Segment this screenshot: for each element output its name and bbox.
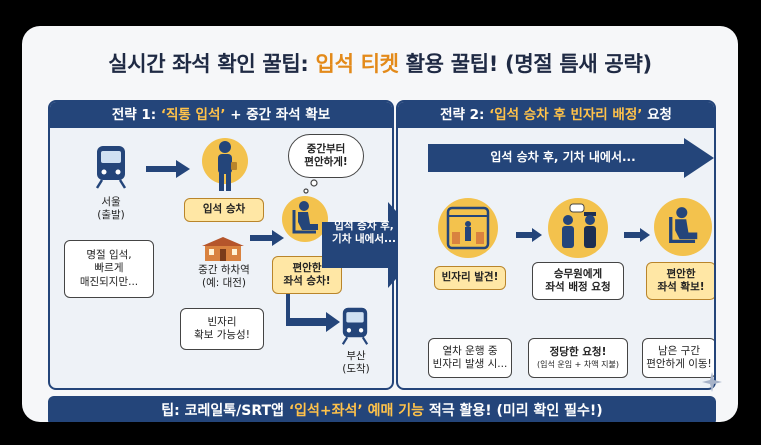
step3-title: 편안한 좌석 확보! <box>646 262 714 300</box>
connector-caption: 입석 승차 후, 기차 내에서... <box>332 220 396 246</box>
bubble-tail-icon <box>303 179 318 194</box>
strategy1-header: 전략 1: ‘직통 입석’ + 중간 좌석 확보 <box>50 102 392 128</box>
arrow-icon <box>146 160 190 178</box>
origin-note: 명절 입석, 빠르게 매진되지만... <box>64 240 154 298</box>
conductor-icon <box>562 203 596 248</box>
train-icon <box>95 146 127 189</box>
strategy2-panel: 전략 2: ‘입석 승차 후 빈자리 배정’ 요청 입석 승차 후, 기차 내에… <box>396 100 716 390</box>
seated-person-icon <box>292 201 318 234</box>
arrow-icon <box>250 230 284 246</box>
page-title: 실시간 좌석 확인 꿀팁: 입석 티켓 활용 꿀팁! (명절 틈새 공략) <box>108 52 652 76</box>
train-interior-icon <box>446 206 490 250</box>
strategy2-header: 전략 2: ‘입석 승차 후 빈자리 배정’ 요청 <box>398 102 714 128</box>
standing-person-icon <box>218 141 237 191</box>
step2-note: 정당한 요청! (입석 운임 + 차액 지불) <box>528 338 628 378</box>
sparkle-icon <box>702 372 722 392</box>
train-icon <box>341 307 369 345</box>
strategy2-banner: 입석 승차 후, 기차 내에서... <box>490 150 636 164</box>
step2-note-sub: (입석 운임 + 차액 지불) <box>537 359 619 369</box>
transfer-station-label: 중간 하차역 (예: 대전) <box>198 264 250 290</box>
title-highlight: 입석 티켓 <box>315 52 399 76</box>
arrow-icon <box>624 228 650 242</box>
standing-board-label: 입석 승차 <box>184 198 264 222</box>
arrow-icon <box>516 228 542 242</box>
infographic-card: 실시간 좌석 확인 꿀팁: 입석 티켓 활용 꿀팁! (명절 틈새 공략) 전략… <box>22 26 738 422</box>
tip-bar: 팁: 코레일톡/SRT앱 ‘입석+좌석’ 예매 기능 적극 활용! (미리 확인… <box>48 396 716 422</box>
destination-label: 부산 (도착) <box>342 350 370 376</box>
arrow-icon <box>286 294 340 332</box>
step2-note-main: 정당한 요청! <box>549 346 607 359</box>
seated-person-icon <box>669 207 698 244</box>
origin-label: 서울 (출발) <box>97 196 125 222</box>
thought-bubble: 중간부터 편안하게! <box>288 134 364 178</box>
step2-title: 승무원에게 좌석 배정 요청 <box>532 262 624 300</box>
station-icon <box>202 237 244 261</box>
step3-note: 남은 구간 편안하게 이동! <box>642 338 714 378</box>
step1-note: 열차 운행 중 빈자리 발생 시... <box>428 338 512 378</box>
step1-title: 빈자리 발견! <box>434 266 506 290</box>
seat-chance-note: 빈자리 확보 가능성! <box>180 308 264 350</box>
banner-arrow-icon <box>428 138 714 178</box>
